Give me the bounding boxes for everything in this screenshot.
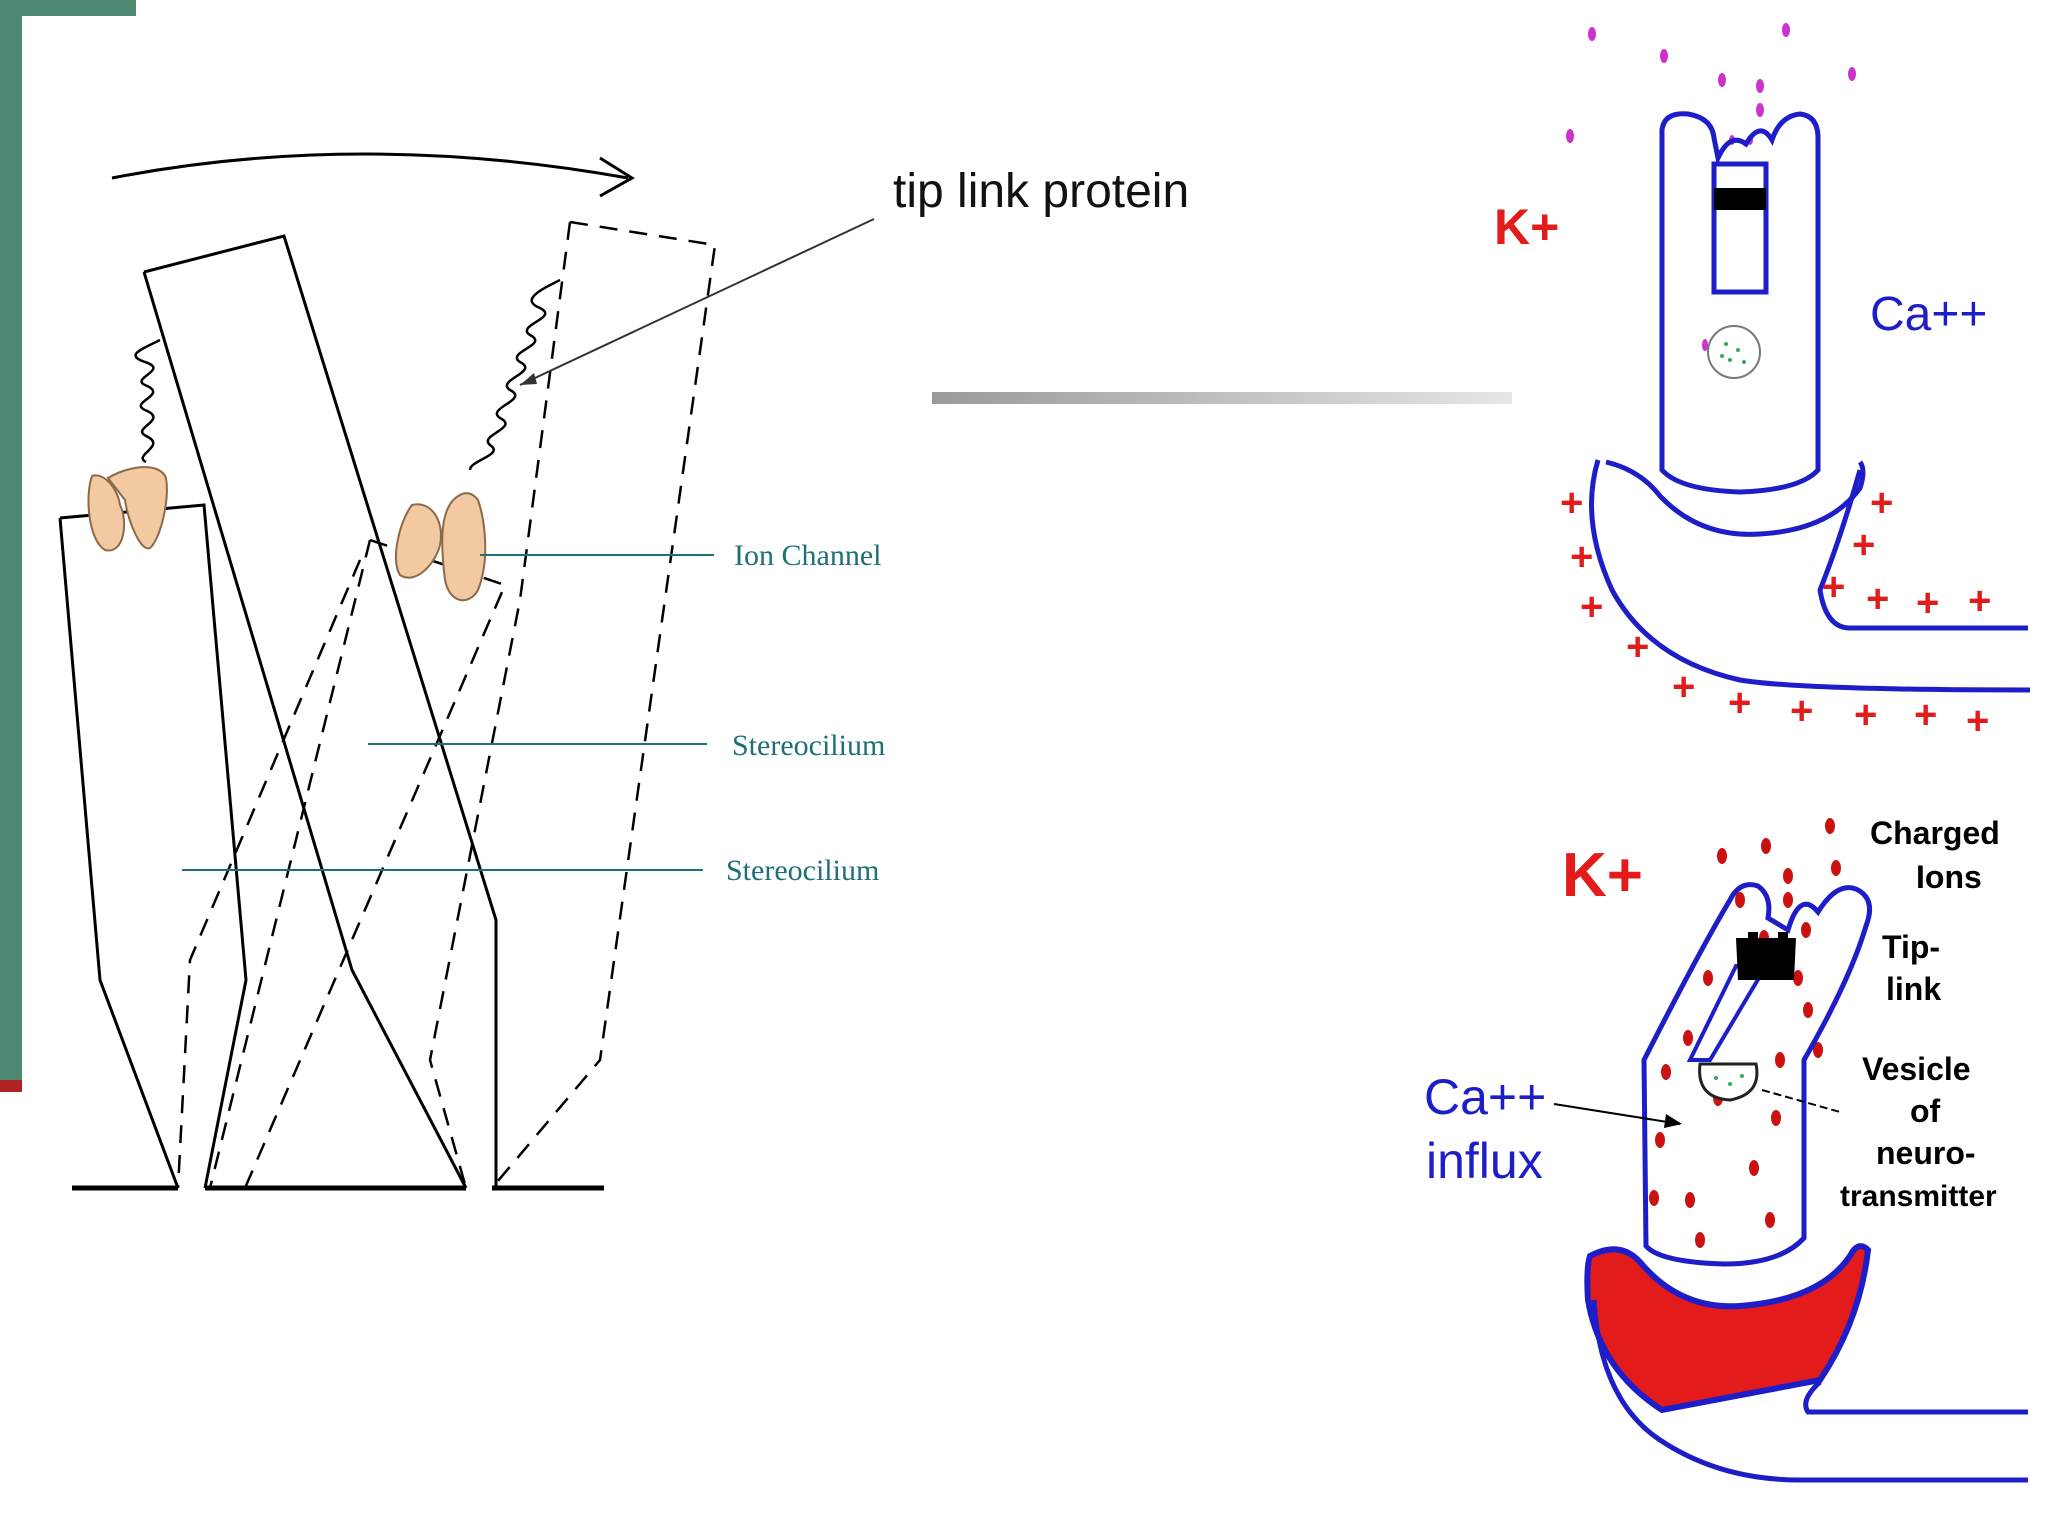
svg-text:+: + <box>1870 481 1893 525</box>
svg-text:+: + <box>1570 535 1593 579</box>
stereocilia-bundle <box>58 152 717 1191</box>
vesicle-label: neuro- <box>1876 1135 1976 1171</box>
channel-gate <box>1686 964 1770 1062</box>
supporting-cell-arm <box>1803 1380 2028 1415</box>
tip-link-pointer <box>519 218 875 386</box>
positive-charges: ++ ++ ++ ++ ++ ++ ++ ++ <box>1560 481 1991 743</box>
svg-text:+: + <box>1852 523 1875 567</box>
charged-ions <box>1649 818 1841 1248</box>
deflected-position <box>176 220 717 1189</box>
slide-accent-bar-vertical <box>0 0 22 1080</box>
potassium-label: K+ <box>1562 841 1643 910</box>
supporting-cell <box>1605 459 1866 537</box>
tip-link-bar <box>1714 188 1766 210</box>
vesicle <box>1698 1062 1759 1102</box>
stereocilium-label: Stereocilium <box>732 729 885 762</box>
vesicle-label: Vesicle <box>1862 1051 1971 1087</box>
tip-link-label: Tip- <box>1882 929 1940 965</box>
calcium-influx-label: influx <box>1426 1133 1543 1189</box>
svg-text:+: + <box>1728 681 1751 725</box>
svg-text:+: + <box>1968 579 1991 623</box>
svg-text:+: + <box>1966 699 1989 743</box>
svg-text:+: + <box>1672 665 1695 709</box>
svg-text:+: + <box>1916 581 1939 625</box>
svg-text:+: + <box>1854 693 1877 737</box>
charged-ions-label: Charged <box>1870 815 2000 851</box>
svg-text:+: + <box>1560 481 1583 525</box>
tip-link-label: tip link protein <box>893 165 1189 218</box>
svg-text:+: + <box>1866 577 1889 621</box>
channel-gate <box>1711 161 1769 295</box>
ion-channel-right <box>395 492 487 602</box>
tip-link-spring-right <box>468 278 561 471</box>
hair-cell-resting: ++ ++ ++ ++ ++ ++ ++ ++ <box>1560 23 2031 743</box>
slide-accent-bar-top <box>0 0 136 16</box>
svg-text:+: + <box>1822 565 1845 609</box>
svg-text:+: + <box>1790 689 1813 733</box>
tip-link-pointer-head <box>520 373 537 385</box>
section-divider <box>932 392 1512 404</box>
svg-text:+: + <box>1914 693 1937 737</box>
cilium-membrane <box>1659 111 1821 495</box>
vesicle-label: of <box>1910 1093 1941 1129</box>
cilium-membrane <box>1641 882 1873 1267</box>
short-stereocilium <box>58 503 248 1189</box>
magenta-ions <box>1566 23 1856 351</box>
deflection-arrowhead <box>599 156 635 198</box>
calcium-influx-label: Ca++ <box>1424 1069 1546 1125</box>
vesicle-label: transmitter <box>1840 1180 1997 1213</box>
tip-link-bar <box>1736 938 1796 980</box>
depolarized-supporting-cell <box>1584 1243 1872 1414</box>
tip-link-label: link <box>1886 971 1941 1007</box>
calcium-label: Ca++ <box>1870 288 1987 341</box>
svg-text:+: + <box>1626 625 1649 669</box>
slide-accent-red <box>0 1080 22 1092</box>
deflection-arrow <box>111 152 629 180</box>
hair-cell-deflected <box>1553 818 2028 1483</box>
stereocilium-label: Stereocilium <box>726 854 879 887</box>
tall-stereocilium <box>142 234 498 1189</box>
charged-ions-label: Ions <box>1916 859 1982 895</box>
vesicle <box>1707 325 1761 379</box>
ion-channel-left <box>87 466 168 552</box>
tip-link-spring-left <box>134 338 161 464</box>
ion-channel-label: Ion Channel <box>734 539 881 572</box>
supporting-cell-body <box>1591 1299 2028 1483</box>
svg-text:+: + <box>1580 585 1603 629</box>
supporting-cell-arm <box>1817 469 2028 631</box>
supporting-cell-body <box>1589 459 2031 693</box>
potassium-label: K+ <box>1494 199 1559 255</box>
